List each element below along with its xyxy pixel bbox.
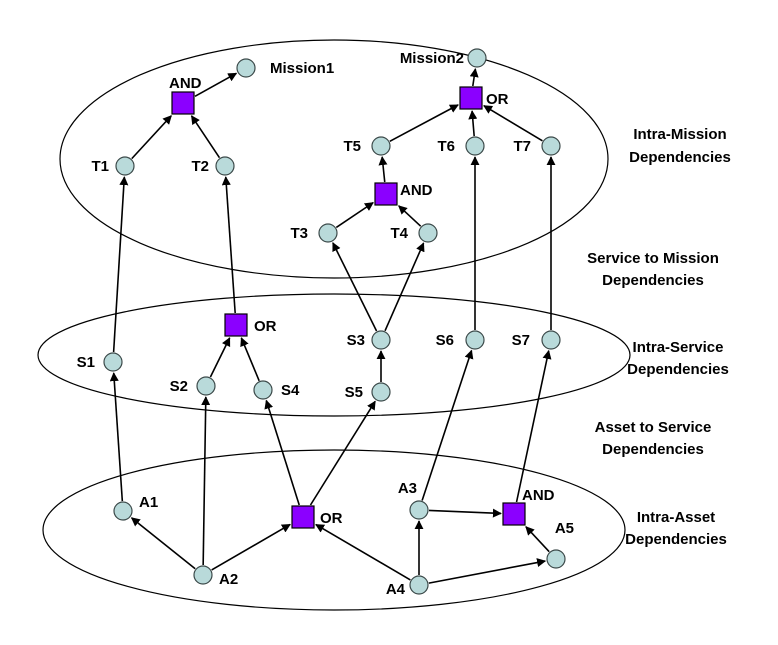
edge-s3-to-t3 <box>332 242 378 332</box>
edges-group <box>109 67 556 584</box>
label-a3: A3 <box>398 480 417 497</box>
edge-a2-to-g_or_a <box>211 523 291 571</box>
node-s2 <box>196 376 216 396</box>
edge-t2-to-g_and_m1 <box>190 115 221 159</box>
side-label-intra-asset: Intra-Asset <box>637 509 715 526</box>
side-label-intra-mission-2: Dependencies <box>629 149 731 166</box>
service-layer-ellipse <box>37 293 631 417</box>
label-t2: T2 <box>191 158 209 175</box>
edge-s1-to-t1 <box>112 176 129 353</box>
node-t3 <box>318 223 338 243</box>
label-t3: T3 <box>290 225 308 242</box>
edge-a5-to-g_and_a <box>525 526 550 553</box>
edge-s3-to-t4 <box>384 242 425 332</box>
node-s3 <box>371 330 391 350</box>
node-a1 <box>113 501 133 521</box>
node-t6 <box>465 136 485 156</box>
label-g_and_t5: AND <box>400 182 433 199</box>
label-s4: S4 <box>281 382 300 399</box>
label-t6: T6 <box>437 138 455 155</box>
node-a5 <box>546 549 566 569</box>
side-label-service-to-mission-2: Dependencies <box>602 272 704 289</box>
edge-t1-to-g_and_m1 <box>131 115 172 160</box>
label-t5: T5 <box>343 138 361 155</box>
node-s6 <box>465 330 485 350</box>
side-label-intra-service-2: Dependencies <box>627 361 729 378</box>
node-s1 <box>103 352 123 372</box>
side-label-intra-mission: Intra-Mission <box>633 126 726 143</box>
label-s2: S2 <box>170 378 188 395</box>
node-t1 <box>115 156 135 176</box>
label-s7: S7 <box>512 332 530 349</box>
node-s7 <box>541 330 561 350</box>
label-t1: T1 <box>91 158 109 175</box>
edge-g_and_a-to-s7 <box>515 349 552 503</box>
node-mission1 <box>236 58 256 78</box>
edge-a4-to-g_or_a <box>315 523 411 581</box>
edge-s4-to-g_or_s <box>240 337 260 382</box>
label-a2: A2 <box>219 571 238 588</box>
gate-and-g_and_a <box>502 502 526 526</box>
side-label-asset-to-service-2: Dependencies <box>602 441 704 458</box>
label-g_and_m1: AND <box>169 75 202 92</box>
label-t4: T4 <box>390 225 408 242</box>
label-g_and_a: AND <box>522 487 555 504</box>
node-t5 <box>371 136 391 156</box>
edge-s2-to-g_or_s <box>209 337 231 378</box>
label-s5: S5 <box>345 384 363 401</box>
side-label-asset-to-service: Asset to Service <box>595 419 712 436</box>
side-label-intra-asset-2: Dependencies <box>625 531 727 548</box>
node-a3 <box>409 500 429 520</box>
edge-g_and_m1-to-mission1 <box>194 72 238 98</box>
gate-or-g_or_a <box>291 505 315 529</box>
edge-a1-to-s1 <box>109 372 124 502</box>
label-g_or_m2: OR <box>486 91 509 108</box>
edge-t7-to-g_or_m2 <box>483 105 543 142</box>
edge-a3-to-s6 <box>421 349 474 501</box>
node-t7 <box>541 136 561 156</box>
edge-g_or_m2-to-mission2 <box>469 67 479 87</box>
label-a5: A5 <box>555 520 574 537</box>
node-s5 <box>371 382 391 402</box>
edge-a2-to-s2 <box>201 396 211 566</box>
edge-g_or_a-to-s4 <box>264 399 300 506</box>
node-t2 <box>215 156 235 176</box>
edge-t6-to-g_or_m2 <box>468 110 478 137</box>
label-a4: A4 <box>386 581 406 598</box>
gate-or-g_or_s <box>224 313 248 337</box>
node-s4 <box>253 380 273 400</box>
edge-a3-to-g_and_a <box>428 508 502 518</box>
edge-t3-to-g_and_t5 <box>335 201 374 229</box>
label-mission1: Mission1 <box>270 60 334 77</box>
edge-g_or_s-to-t2 <box>221 176 236 314</box>
label-mission2: Mission2 <box>400 50 464 67</box>
label-a1: A1 <box>139 494 158 511</box>
edge-g_or_a-to-s5 <box>309 400 376 506</box>
node-t4 <box>418 223 438 243</box>
label-t7: T7 <box>513 138 531 155</box>
gate-or-g_or_m2 <box>459 86 483 110</box>
node-mission2 <box>467 48 487 68</box>
label-s3: S3 <box>347 332 365 349</box>
edge-a4-to-a5 <box>428 558 547 584</box>
mission-layer-ellipse <box>59 39 609 279</box>
gate-and-g_and_m1 <box>171 91 195 115</box>
node-a2 <box>193 565 213 585</box>
edge-t5-to-g_or_m2 <box>389 104 459 142</box>
edge-t4-to-g_and_t5 <box>398 205 422 227</box>
side-label-intra-service: Intra-Service <box>633 339 724 356</box>
label-g_or_s: OR <box>254 318 277 335</box>
gate-and-g_and_t5 <box>374 182 398 206</box>
edge-g_and_t5-to-t5 <box>378 156 388 183</box>
label-s6: S6 <box>436 332 454 349</box>
edge-a2-to-a1 <box>130 517 196 570</box>
node-a4 <box>409 575 429 595</box>
asset-layer-ellipse <box>42 449 626 611</box>
label-g_or_a: OR <box>320 510 343 527</box>
label-s1: S1 <box>77 354 95 371</box>
side-label-service-to-mission: Service to Mission <box>587 250 719 267</box>
